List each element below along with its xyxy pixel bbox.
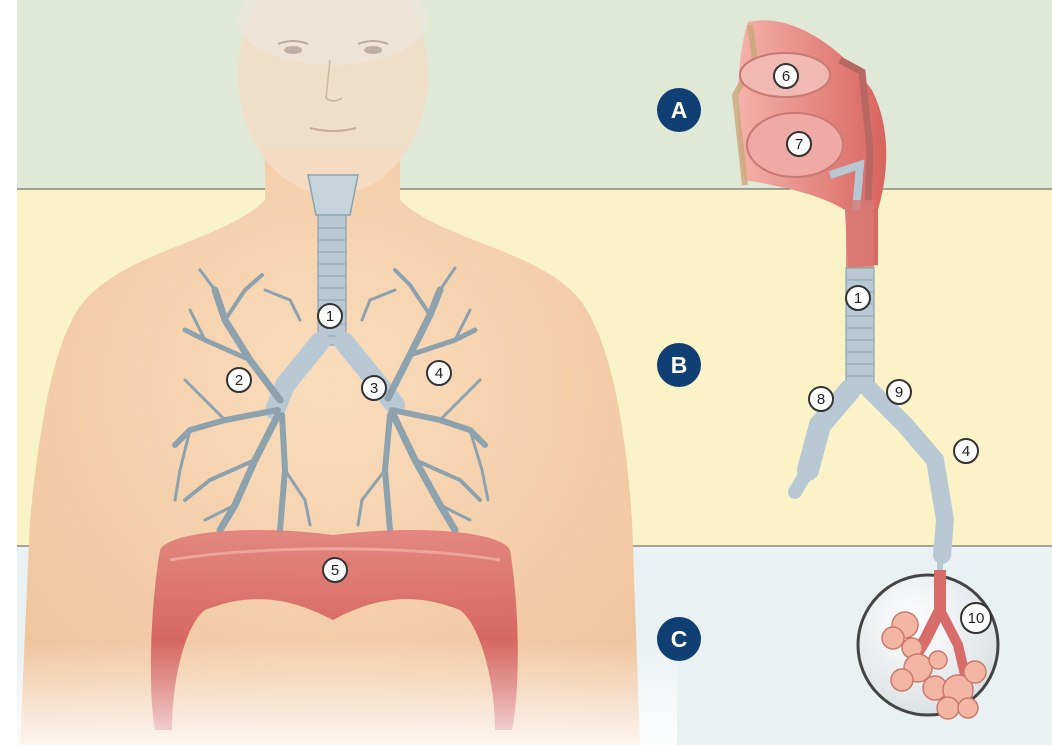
marker-1-trachea: 1: [317, 303, 343, 329]
zone-a-band: [17, 0, 1052, 189]
zone-c-badge: C: [657, 617, 701, 661]
marker-1-trachea-detail: 1: [845, 285, 871, 311]
marker-8-left-bronchus: 8: [808, 386, 834, 412]
marker-4-right-lung: 4: [426, 360, 452, 386]
marker-5-diaphragm: 5: [322, 557, 348, 583]
zone-a-badge: A: [657, 88, 701, 132]
zone-b-badge: B: [657, 343, 701, 387]
marker-10-alveoli: 10: [960, 602, 992, 634]
marker-9-right-bronchus: 9: [886, 379, 912, 405]
marker-7-oral-cavity: 7: [786, 131, 812, 157]
marker-2-left-lung: 2: [226, 367, 252, 393]
marker-6-nasal-cavity: 6: [773, 63, 799, 89]
marker-4-bronchioles: 4: [953, 438, 979, 464]
marker-3-bronchus: 3: [361, 375, 387, 401]
